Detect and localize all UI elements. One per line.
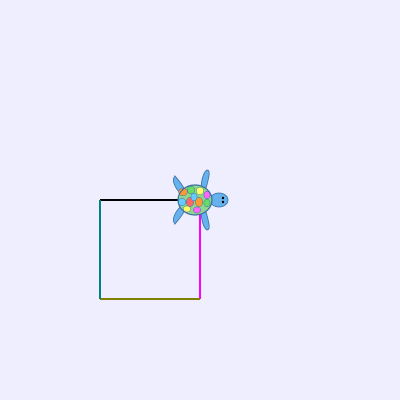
shell-plate bbox=[187, 185, 195, 195]
shell-pattern bbox=[178, 185, 211, 214]
eye-icon bbox=[221, 196, 225, 200]
shell-plate bbox=[203, 190, 211, 200]
shell-plate bbox=[193, 206, 201, 214]
shell-plate bbox=[196, 186, 204, 196]
turtle-head bbox=[209, 192, 229, 208]
shell-plate bbox=[203, 198, 211, 208]
shell-plate bbox=[195, 197, 203, 207]
eye-icon bbox=[221, 200, 225, 204]
turtle-icon bbox=[173, 169, 229, 231]
shell-plate bbox=[183, 205, 191, 213]
shell-outline bbox=[177, 184, 213, 216]
shell-plate bbox=[190, 192, 198, 202]
